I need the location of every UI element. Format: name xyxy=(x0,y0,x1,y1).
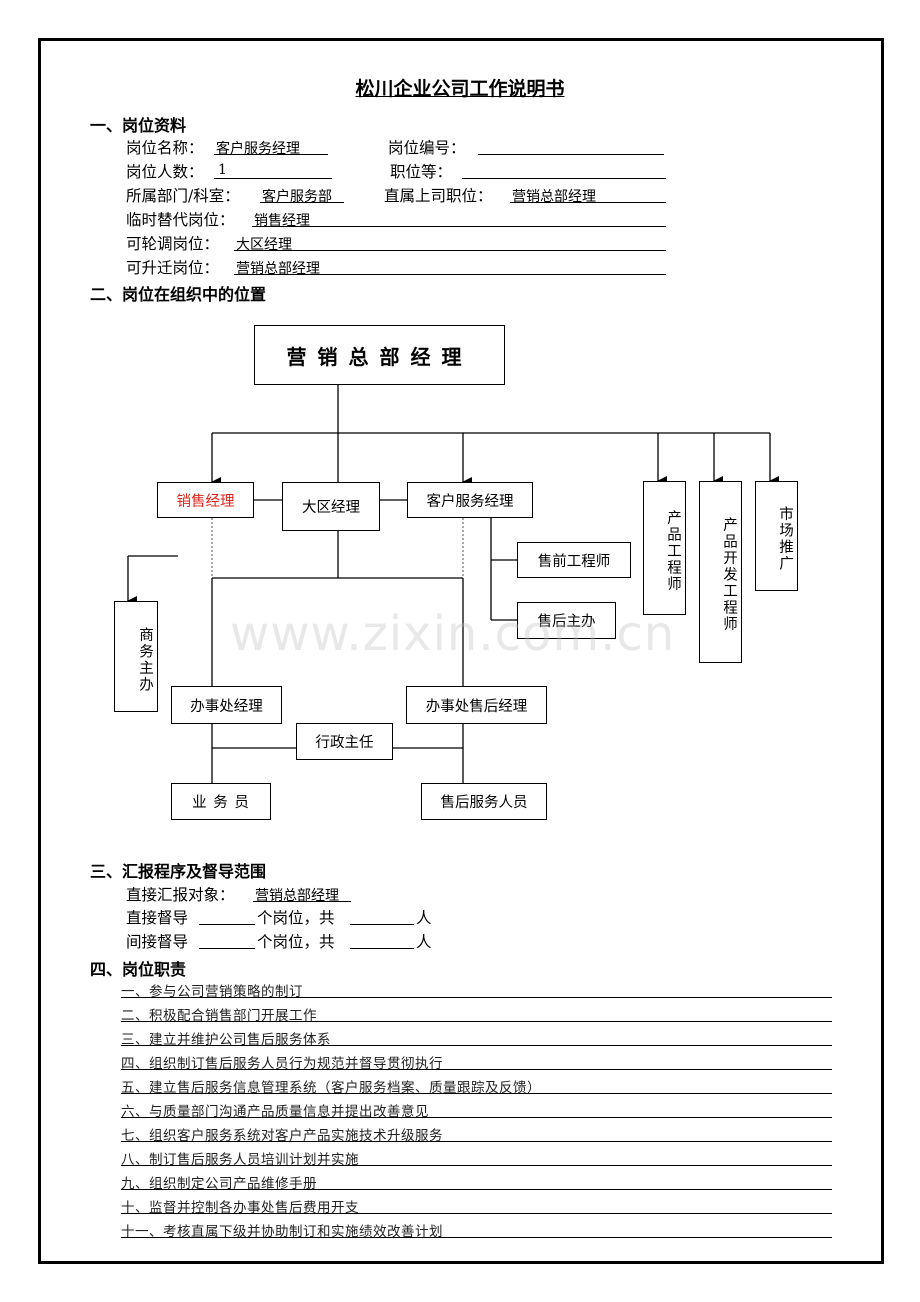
indirect-persons-unit: 人 xyxy=(416,933,432,951)
superior-value: 营销总部经理 xyxy=(512,189,596,205)
document-title: 松川企业公司工作说明书 xyxy=(355,78,565,100)
promotion-underline xyxy=(234,274,666,275)
duty-line xyxy=(121,1189,832,1190)
duty-line xyxy=(121,1093,832,1094)
duty-line xyxy=(121,1213,832,1214)
org-node-office-manager: 办事处经理 xyxy=(171,686,282,724)
duty-item: 六、与质量部门沟通产品质量信息并提出改善意见 xyxy=(121,1104,429,1120)
org-node-presales-engineer: 售前工程师 xyxy=(517,542,631,578)
substitute-underline xyxy=(252,226,666,227)
indirect-posts-unit: 个岗位，共 xyxy=(257,933,335,951)
org-node-salesman: 业 务 员 xyxy=(171,783,271,820)
org-node-product-engineer: 产品工程师 xyxy=(643,481,686,615)
duty-line xyxy=(121,1021,832,1022)
direct-posts-unit: 个岗位，共 xyxy=(257,909,335,927)
dept-value: 客户服务部 xyxy=(262,189,332,205)
section-1-heading: 一、岗位资料 xyxy=(90,116,187,135)
indirect-persons-blank xyxy=(350,948,414,949)
post-no-underline xyxy=(478,154,664,155)
org-node-product-dev-engineer: 产品开发工程师 xyxy=(699,481,742,663)
headcount-value: 1 xyxy=(218,162,227,178)
duty-item: 三、建立并维护公司售后服务体系 xyxy=(121,1032,331,1048)
post-name-underline xyxy=(214,154,328,155)
direct-supervision-label: 直接督导 xyxy=(126,909,189,927)
duty-item: 七、组织客户服务系统对客户产品实施技术升级服务 xyxy=(121,1128,443,1144)
dept-underline xyxy=(260,202,344,203)
headcount-underline xyxy=(214,178,332,179)
duty-item: 二、积极配合销售部门开展工作 xyxy=(121,1008,317,1024)
section-2-heading: 二、岗位在组织中的位置 xyxy=(90,285,267,304)
org-node-admin-director: 行政主任 xyxy=(296,723,393,760)
page-border xyxy=(38,38,884,1264)
duty-line xyxy=(121,1117,832,1118)
grade-underline xyxy=(462,178,666,179)
watermark: www.zixin.com.cn xyxy=(230,606,676,662)
org-node-marketing-director: 营销总部经理 xyxy=(254,325,505,385)
duty-item: 十一、考核直属下级并协助制订和实施绩效改善计划 xyxy=(121,1224,443,1240)
org-node-aftersales-staff: 售后服务人员 xyxy=(421,783,547,820)
report-to-label: 直接汇报对象： xyxy=(126,886,235,904)
report-to-value: 营销总部经理 xyxy=(255,888,339,904)
duty-line xyxy=(121,1069,832,1070)
duty-item: 四、组织制订售后服务人员行为规范并督导贯彻执行 xyxy=(121,1056,443,1072)
org-node-sales-manager: 销售经理 xyxy=(157,482,254,518)
org-node-business-officer: 商务主办 xyxy=(114,601,158,712)
duty-line xyxy=(121,1045,832,1046)
report-to-underline xyxy=(253,901,351,902)
rotation-value: 大区经理 xyxy=(236,237,292,253)
duty-item: 五、建立售后服务信息管理系统（客户服务档案、质量跟踪及反馈） xyxy=(121,1080,541,1096)
superior-label: 直属上司职位： xyxy=(384,187,493,205)
promotion-label: 可升迁岗位： xyxy=(126,259,220,277)
section-4-heading: 四、岗位职责 xyxy=(90,960,187,979)
org-node-office-aftersales-manager: 办事处售后经理 xyxy=(406,686,547,724)
section-3-heading: 三、汇报程序及督导范围 xyxy=(90,862,267,881)
post-no-label: 岗位编号： xyxy=(388,139,466,157)
rotation-underline xyxy=(234,250,666,251)
direct-persons-unit: 人 xyxy=(416,909,432,927)
indirect-posts-blank xyxy=(199,948,255,949)
org-node-cs-manager: 客户服务经理 xyxy=(407,482,533,518)
duty-item: 一、参与公司营销策略的制订 xyxy=(121,984,303,1000)
substitute-label: 临时替代岗位： xyxy=(126,211,235,229)
rotation-label: 可轮调岗位： xyxy=(126,235,220,253)
duty-item: 九、组织制定公司产品维修手册 xyxy=(121,1176,317,1192)
headcount-label: 岗位人数： xyxy=(126,163,204,181)
org-node-marketing-promotion: 市场推广 xyxy=(755,481,798,591)
post-name-value: 客户服务经理 xyxy=(216,141,300,157)
duty-item: 十、监督并控制各办事处售后费用开支 xyxy=(121,1200,359,1216)
indirect-supervision-label: 间接督导 xyxy=(126,933,189,951)
org-node-aftersales-officer: 售后主办 xyxy=(517,602,616,639)
duty-line xyxy=(121,1165,832,1166)
duty-item: 八、制订售后服务人员培训计划并实施 xyxy=(121,1152,359,1168)
duty-line xyxy=(121,997,832,998)
duty-line xyxy=(121,1237,832,1238)
superior-underline xyxy=(510,202,666,203)
grade-label: 职位等： xyxy=(390,163,453,181)
substitute-value: 销售经理 xyxy=(254,213,310,229)
promotion-value: 营销总部经理 xyxy=(236,261,320,277)
direct-posts-blank xyxy=(199,924,255,925)
duty-line xyxy=(121,1141,832,1142)
dept-label: 所属部门/科室： xyxy=(126,187,240,205)
direct-persons-blank xyxy=(350,924,414,925)
post-name-label: 岗位名称： xyxy=(126,139,204,157)
org-node-region-manager: 大区经理 xyxy=(282,482,380,531)
